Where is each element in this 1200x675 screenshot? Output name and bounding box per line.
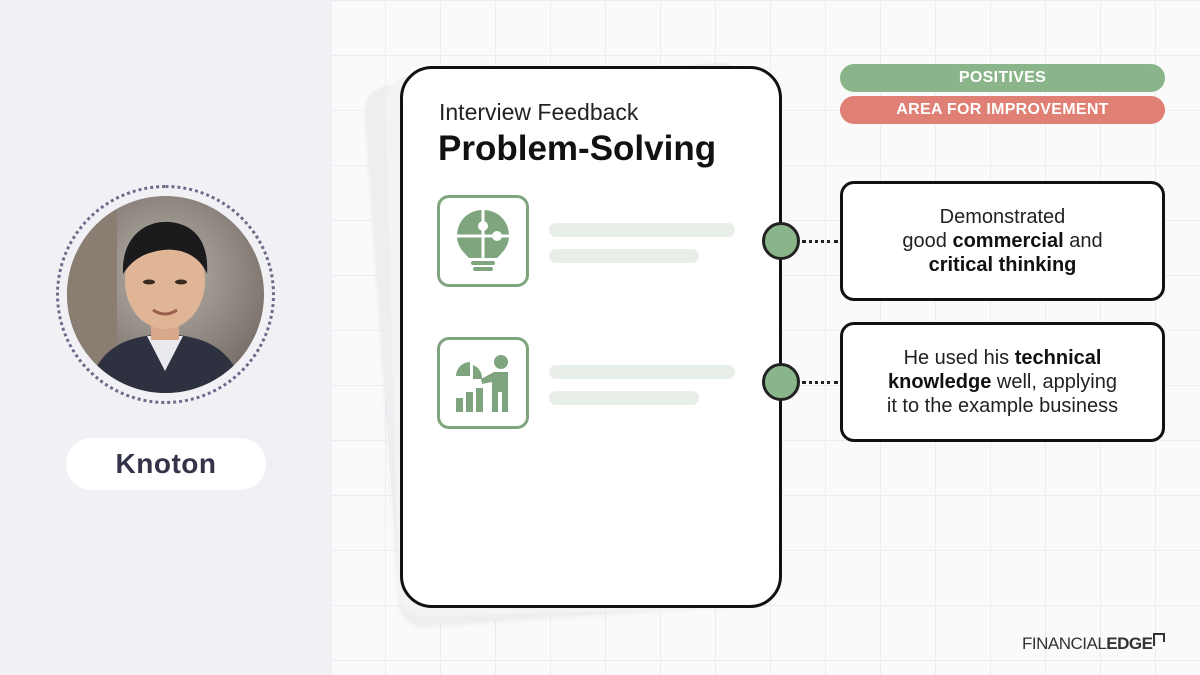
card-subtitle: Interview Feedback xyxy=(439,99,639,125)
connector-line-1 xyxy=(802,240,838,243)
feedback-1-line1: Demonstrated xyxy=(939,206,1066,228)
presentation-chart-icon xyxy=(456,355,508,412)
legend-area-for-improvement: AREA FOR IMPROVEMENT xyxy=(840,96,1165,124)
feedback-2-bold-knowledge: knowledge xyxy=(888,371,992,393)
lightbulb-puzzle-icon xyxy=(457,210,509,271)
connector-line-2 xyxy=(802,381,838,384)
placeholder-bar xyxy=(549,249,699,263)
avatar xyxy=(67,196,264,393)
logo-corner-icon xyxy=(1153,633,1166,646)
logo-part1: FINANCIAL xyxy=(1022,634,1107,653)
placeholder-bar xyxy=(549,223,735,237)
feedback-2-line2-post: well, applying xyxy=(991,371,1117,393)
candidate-name: Knoton xyxy=(66,438,266,490)
placeholder-bar xyxy=(549,391,699,405)
feedback-2-bold-technical: technical xyxy=(1014,347,1102,369)
placeholder-bar xyxy=(549,365,735,379)
connector-dot-2 xyxy=(762,363,800,401)
feedback-card: Interview Feedback Problem-Solving xyxy=(400,66,782,608)
presentation-chart-icon-box xyxy=(437,337,529,429)
feedback-1-line2-post: and xyxy=(1063,230,1103,252)
feedback-box-1: Demonstrated good commercial and critica… xyxy=(840,181,1165,301)
feedback-box-2: He used his technical knowledge well, ap… xyxy=(840,322,1165,442)
lightbulb-puzzle-icon-box xyxy=(437,195,529,287)
connector-dot-1 xyxy=(762,222,800,260)
avatar-photo xyxy=(67,196,264,393)
logo-part2: EDGE xyxy=(1106,634,1153,653)
avatar-ring xyxy=(56,185,275,404)
feedback-text-2: He used his technical knowledge well, ap… xyxy=(887,346,1118,418)
legend-positives: POSITIVES xyxy=(840,64,1165,92)
feedback-1-line2-pre: good xyxy=(902,230,953,252)
feedback-text-1: Demonstrated good commercial and critica… xyxy=(902,205,1102,277)
feedback-1-bold-critical-thinking: critical thinking xyxy=(928,254,1077,276)
card-title: Problem-Solving xyxy=(438,129,717,168)
feedback-2-line1-pre: He used his xyxy=(903,347,1015,369)
feedback-2-line3: it to the example business xyxy=(886,395,1119,417)
feedback-1-bold-commercial: commercial xyxy=(952,230,1064,252)
